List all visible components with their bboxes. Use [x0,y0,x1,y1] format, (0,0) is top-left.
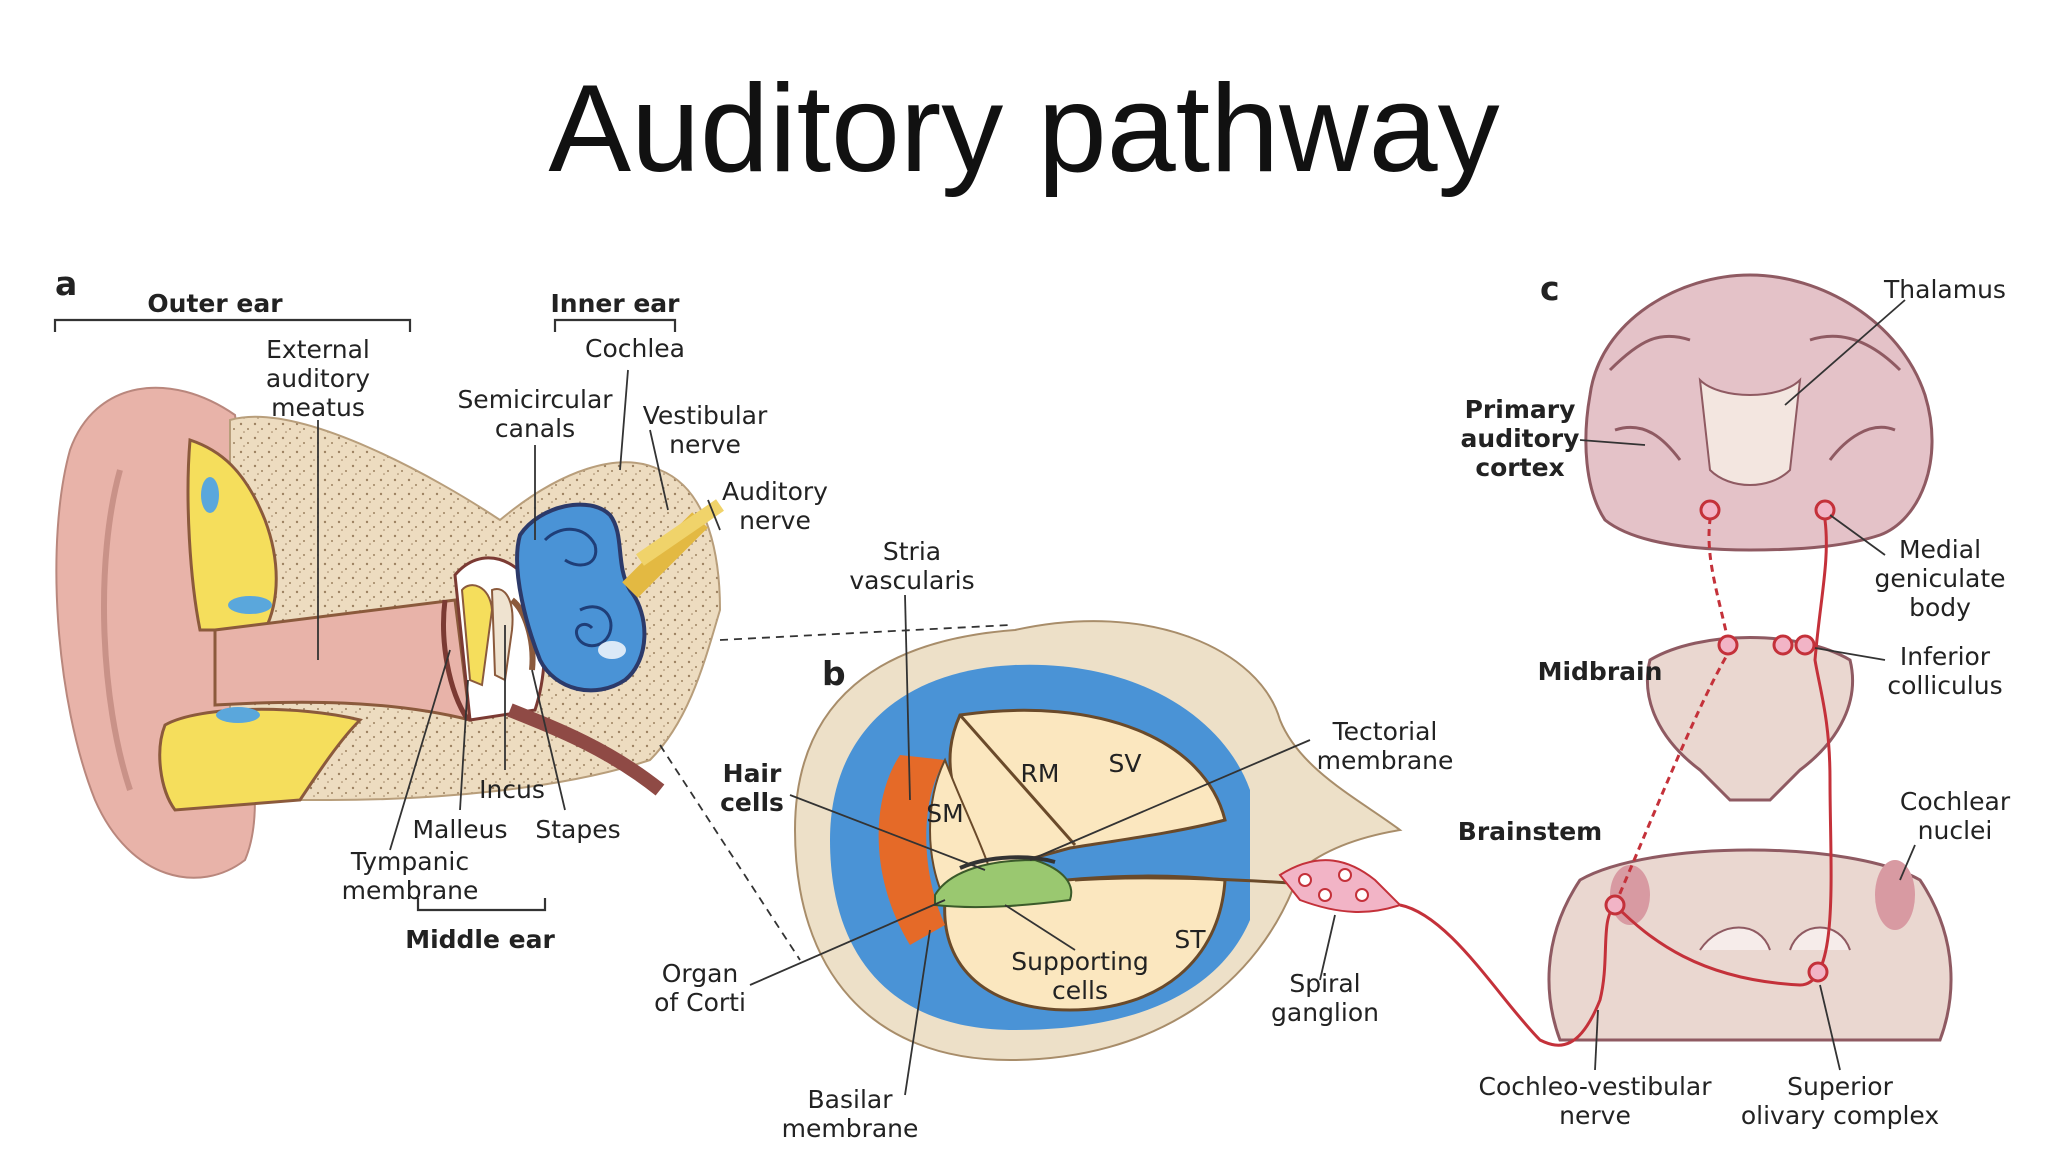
afferent-tract [1399,519,1833,1047]
label-stapes: Stapes [535,815,620,844]
label-incus: Incus [479,775,545,804]
ear-illustration [55,386,724,879]
label-rm: RM [1021,759,1060,788]
region-headers: Outer ear Inner ear Middle ear [147,289,680,954]
inner-ear-header: Inner ear [550,289,680,318]
panel-letter-c: c [1540,269,1560,308]
scala-tympani [943,874,1227,1012]
label-midbrain: Midbrain [1538,657,1663,686]
midbrain-section [1645,636,1855,802]
outer-ear-header: Outer ear [147,289,283,318]
panel-c-annotations [1579,299,1916,1071]
middle-ear-header: Middle ear [405,925,555,954]
label-st: ST [1174,925,1206,954]
label-sm: SM [926,799,963,828]
spiral-ganglion-shape [1278,859,1402,913]
panel-letters: a b c [55,264,1560,693]
label-brainstem: Brainstem [1458,817,1602,846]
organ-of-corti-shape [934,858,1073,909]
label-cochlea: Cochlea [585,334,685,363]
slide-title: Auditory pathway [548,60,1500,198]
panel-a-annotations [53,318,1011,961]
panel-letter-b: b [822,654,846,693]
stria-vascularis-band [878,755,945,945]
label-sv: SV [1109,749,1142,778]
panel-letter-a: a [55,264,77,303]
label-thalamus: Thalamus [1883,275,2006,304]
label-malleus: Malleus [412,815,507,844]
cochlea-cross-section [793,620,1403,1062]
panel-b-annotations [749,594,1336,1096]
central-pathway [1399,273,1953,1047]
